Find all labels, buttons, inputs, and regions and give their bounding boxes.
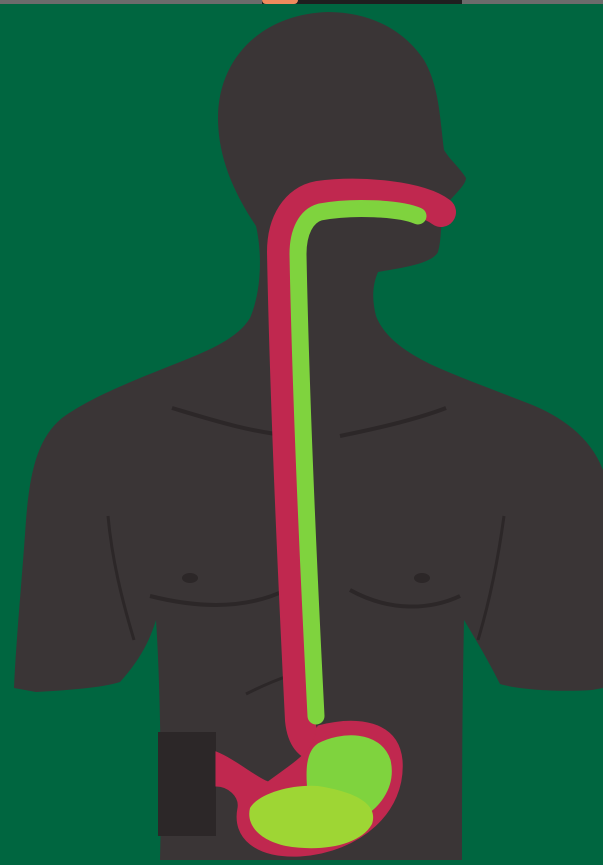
nipple-left (182, 573, 198, 583)
nipple-right (414, 573, 430, 583)
kidney-shadow (158, 732, 216, 836)
